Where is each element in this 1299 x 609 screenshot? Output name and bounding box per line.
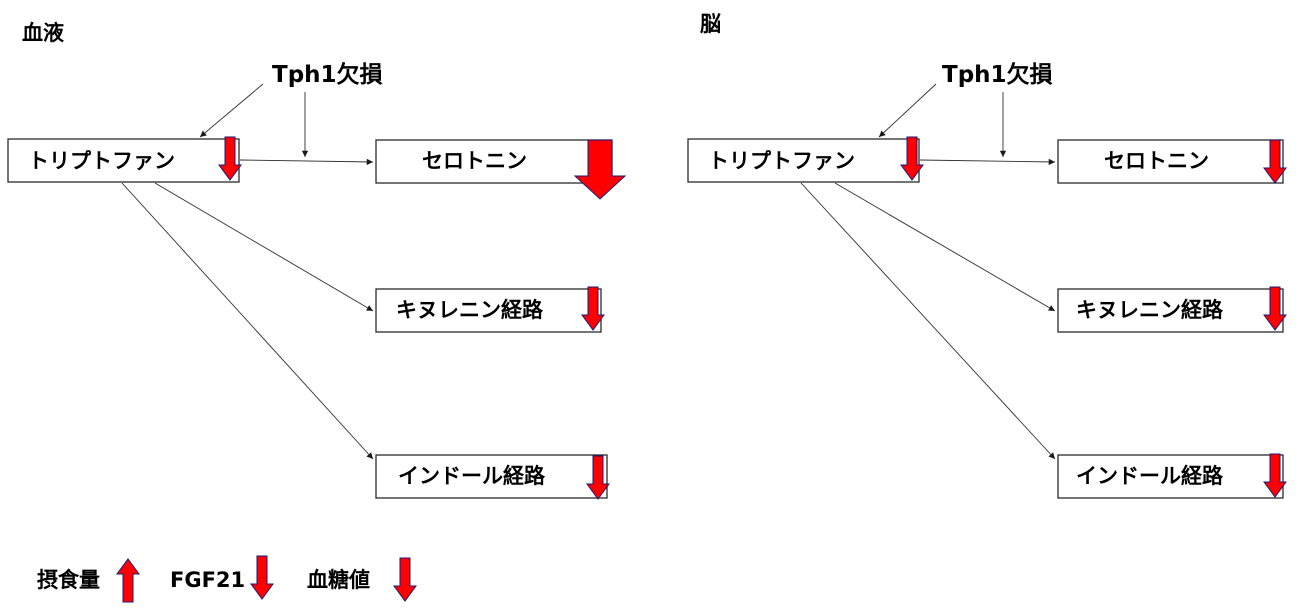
node-label: インドール経路 [1076,464,1224,488]
node-label: トリプトファン [708,149,855,173]
node-tryptophan-brain: トリプトファン [687,138,920,183]
node-tryptophan-blood: トリプトファン [7,138,240,183]
large-down-arrow-icon [573,139,627,200]
edge-tryptophan-to-kynurenine-blood [154,182,374,312]
edge-tryptophan-to-serotonin-brain [919,158,1056,166]
node-indole-blood: インドール経路 [375,454,608,499]
down-arrow-icon [1263,453,1287,498]
node-label: セロトニン [422,149,527,173]
node-kynurenine-brain: キヌレニン経路 [1057,288,1284,333]
node-label: キヌレニン経路 [396,298,544,322]
legend-label: 摂食量 [37,568,100,592]
mutation-label-blood: Tph1欠損 [272,61,383,88]
edge-tryptophan-to-indole-brain [800,182,1056,460]
legend-item-blood-glucose: 血糖値 [307,557,417,602]
down-arrow-icon [393,557,417,602]
legend: 摂食量 FGF21 血糖値 [37,555,417,603]
edge-tryptophan-to-kynurenine-brain [834,182,1056,312]
down-arrow-icon [1263,286,1287,331]
legend-label: 血糖値 [307,568,370,592]
down-arrow-icon [1263,139,1287,184]
node-indole-brain: インドール経路 [1057,454,1284,499]
node-kynurenine-blood: キヌレニン経路 [375,288,602,333]
edge-tryptophan-to-serotonin-blood [239,158,374,166]
edge-mutation-to-tryptophan-blood [199,83,264,138]
down-arrow-icon [250,555,274,600]
panel-blood: 血液 Tph1欠損 トリプトファン セロトニン キヌレニン経路 インドール経路 [7,21,627,500]
node-label: インドール経路 [398,464,546,488]
up-arrow-icon [116,558,140,603]
node-label: キヌレニン経路 [1076,298,1224,322]
legend-label: FGF21 [170,568,245,592]
down-arrow-icon [581,286,605,331]
down-arrow-icon [900,136,924,181]
edge-mutation-to-tryptophan-brain [878,83,937,138]
mutation-label-brain: Tph1欠損 [942,61,1053,88]
down-arrow-icon [586,455,610,500]
node-serotonin-brain: セロトニン [1057,139,1284,184]
edge-tryptophan-to-indole-blood [121,182,374,460]
down-arrow-icon [218,136,242,181]
panel-title-brain: 脳 [700,12,721,36]
node-serotonin-blood: セロトニン [375,139,613,184]
legend-item-food-intake: 摂食量 [37,558,140,603]
legend-item-fgf21: FGF21 [170,555,274,600]
node-label: トリプトファン [28,149,175,173]
node-label: セロトニン [1104,149,1209,173]
panel-brain: 脳 Tph1欠損 トリプトファン セロトニン キヌレニン経路 インドール経路 [687,12,1287,499]
panel-title-blood: 血液 [22,21,64,45]
